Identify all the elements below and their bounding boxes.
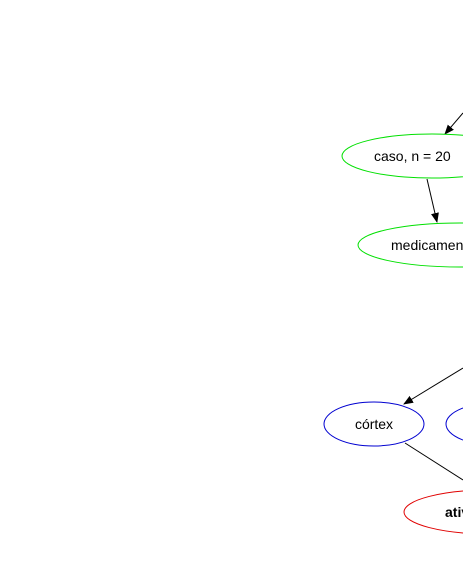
node-blue-partial: [445, 407, 463, 441]
node-atividade-label: atividade: [445, 504, 463, 520]
node-medicamento: medicamento: [357, 222, 463, 268]
edge-cortex-to-offscreen: [404, 442, 463, 481]
node-cortex-label: córtex: [355, 416, 393, 432]
edge-caso-to-medicamento: [426, 178, 439, 223]
node-atividade-shape: [403, 490, 463, 534]
node-caso-label: caso, n = 20: [374, 148, 451, 164]
edge-incoming-to-cortex: [403, 367, 463, 405]
node-medicamento-shape: [357, 222, 463, 268]
node-medicamento-label: medicamento: [391, 237, 463, 253]
node-cortex: córtex: [323, 401, 425, 447]
node-cortex-shape: [323, 401, 425, 447]
node-atividade: atividade: [403, 490, 463, 534]
node-caso-shape: [341, 133, 463, 179]
node-blue-partial-shape: [445, 407, 463, 441]
edge-incoming-to-caso: [444, 112, 463, 135]
node-caso: caso, n = 20: [341, 133, 463, 179]
